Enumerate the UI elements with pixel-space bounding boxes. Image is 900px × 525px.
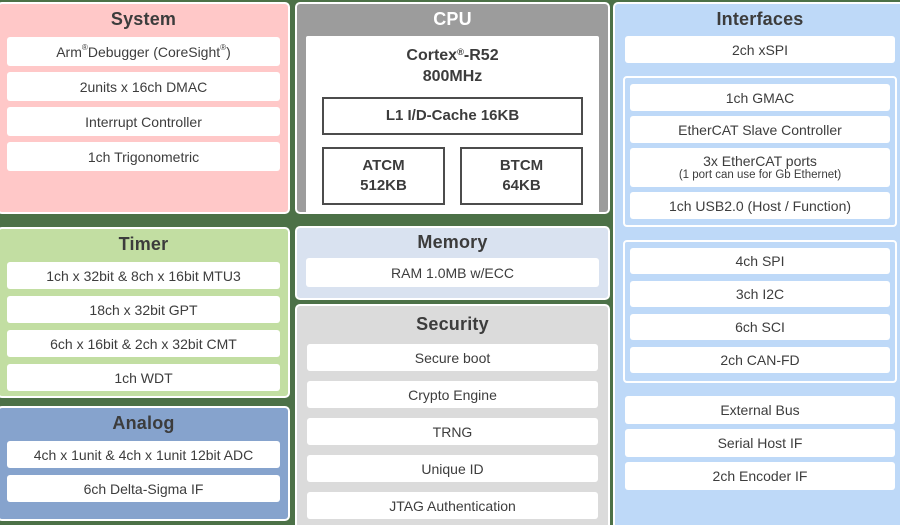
block-analog: Analog 4ch x 1unit & 4ch x 1unit 12bit A…	[0, 406, 290, 521]
interfaces-item-spi: 4ch SPI	[630, 248, 890, 274]
block-interfaces: Interfaces 2ch xSPI 1ch GMAC EtherCAT Sl…	[613, 2, 900, 525]
interfaces-item-usb: 1ch USB2.0 (Host / Function)	[630, 192, 890, 219]
block-memory: Memory RAM 1.0MB w/ECC	[295, 226, 610, 300]
interfaces-title: Interfaces	[716, 9, 804, 29]
security-item-unique-id: Unique ID	[307, 455, 598, 482]
block-timer: Timer 1ch x 32bit & 8ch x 16bit MTU3 18c…	[0, 227, 290, 398]
analog-item-delta-sigma: 6ch Delta-Sigma IF	[7, 475, 280, 502]
system-item-trigonometric: 1ch Trigonometric	[7, 142, 280, 171]
ethercat-ports-note: (1 port can use for Gb Ethernet)	[678, 168, 842, 181]
interfaces-item-sci: 6ch SCI	[630, 314, 890, 340]
block-cpu: CPU Cortex®-R52 800MHz L1 I/D-Cache 16KB…	[295, 2, 610, 214]
interfaces-item-i2c: 3ch I2C	[630, 281, 890, 307]
interfaces-item-serial-host: Serial Host IF	[625, 429, 895, 457]
atcm-name: ATCM	[362, 157, 405, 175]
security-title: Security	[416, 314, 489, 334]
interfaces-item-gmac: 1ch GMAC	[630, 84, 890, 111]
cpu-core-frequency: 800MHz	[422, 67, 483, 85]
atcm-box: ATCM 512KB	[322, 146, 445, 205]
interfaces-item-encoder: 2ch Encoder IF	[625, 462, 895, 490]
block-security: Security Secure boot Crypto Engine TRNG …	[295, 304, 610, 525]
block-system: System Arm® Debugger (CoreSight®) 2units…	[0, 2, 290, 214]
atcm-size: 512KB	[360, 176, 407, 194]
tcm-row: ATCM 512KB BTCM 64KB	[322, 146, 583, 205]
interfaces-item-ethercat-ports: 3x EtherCAT ports (1 port can use for Gb…	[630, 148, 890, 187]
analog-item-adc: 4ch x 1unit & 4ch x 1unit 12bit ADC	[7, 441, 280, 468]
interfaces-item-canfd: 2ch CAN-FD	[630, 347, 890, 373]
timer-title: Timer	[118, 234, 169, 254]
security-item-trng: TRNG	[307, 418, 598, 445]
system-item-interrupt-controller: Interrupt Controller	[7, 107, 280, 136]
cpu-core-panel: Cortex®-R52 800MHz L1 I/D-Cache 16KB ATC…	[306, 36, 599, 212]
memory-title: Memory	[417, 232, 488, 252]
system-title: System	[110, 9, 177, 29]
timer-item-mtu3: 1ch x 32bit & 8ch x 16bit MTU3	[7, 262, 280, 289]
timer-item-wdt: 1ch WDT	[7, 364, 280, 391]
ethercat-ports-main: 3x EtherCAT ports	[703, 152, 817, 169]
btcm-name: BTCM	[499, 157, 544, 175]
timer-item-gpt: 18ch x 32bit GPT	[7, 296, 280, 323]
ethernet-group: 1ch GMAC EtherCAT Slave Controller 3x Et…	[623, 76, 897, 227]
memory-item-ram: RAM 1.0MB w/ECC	[306, 258, 599, 287]
interfaces-item-external-bus: External Bus	[625, 396, 895, 424]
interfaces-item-ethercat-slave: EtherCAT Slave Controller	[630, 116, 890, 143]
analog-title: Analog	[112, 413, 175, 433]
interfaces-item-xspi: 2ch xSPI	[625, 36, 895, 63]
timer-item-cmt: 6ch x 16bit & 2ch x 32bit CMT	[7, 330, 280, 357]
cpu-core-name: Cortex®-R52	[406, 46, 499, 64]
misc-interface-group: External Bus Serial Host IF 2ch Encoder …	[615, 396, 900, 490]
cpu-core-label: Cortex®-R52 800MHz	[320, 46, 585, 88]
security-item-jtag-auth: JTAG Authentication	[307, 492, 598, 519]
security-item-secure-boot: Secure boot	[307, 344, 598, 371]
btcm-box: BTCM 64KB	[460, 146, 583, 205]
system-item-dmac: 2units x 16ch DMAC	[7, 72, 280, 101]
security-item-crypto-engine: Crypto Engine	[307, 381, 598, 408]
system-item-debugger: Arm® Debugger (CoreSight®)	[7, 37, 280, 66]
l1-cache-box: L1 I/D-Cache 16KB	[322, 96, 583, 135]
serial-group: 4ch SPI 3ch I2C 6ch SCI 2ch CAN-FD	[623, 240, 897, 383]
btcm-size: 64KB	[502, 176, 541, 194]
cpu-title: CPU	[433, 9, 472, 29]
